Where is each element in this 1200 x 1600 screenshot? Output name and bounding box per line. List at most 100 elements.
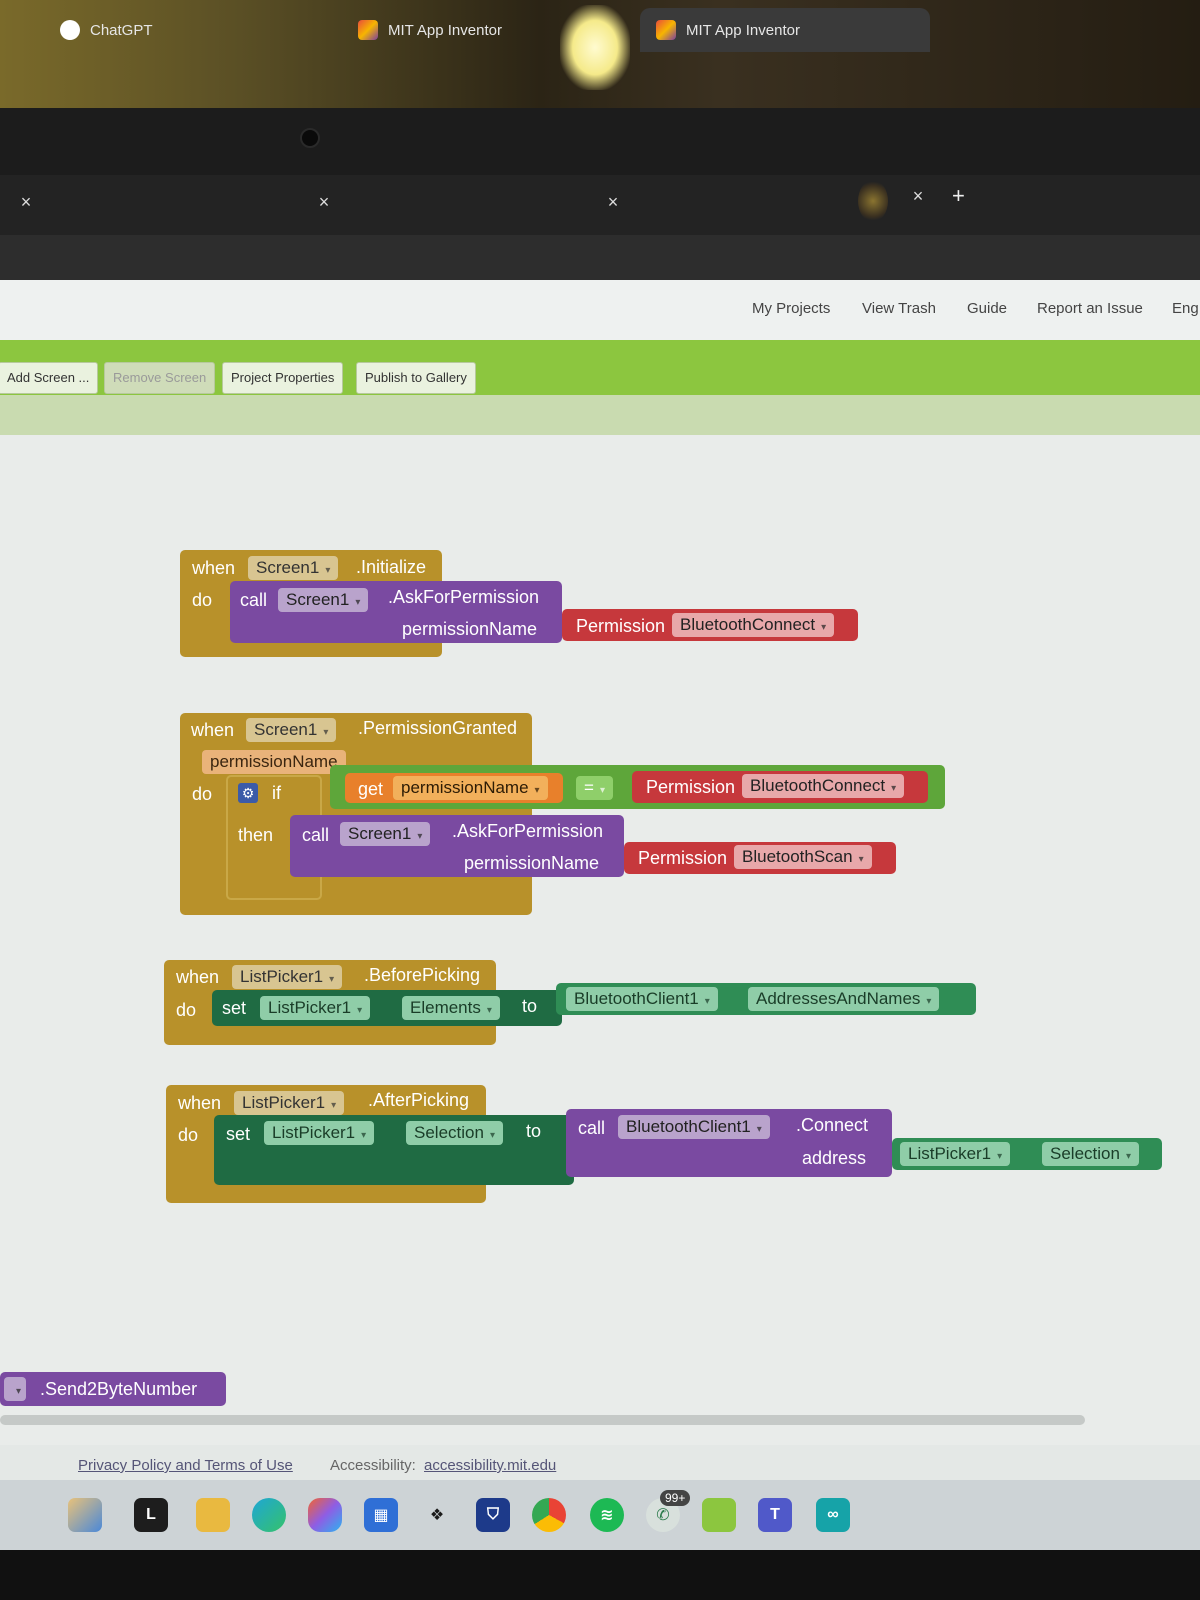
component-dropdown[interactable]: ListPicker1▾ (260, 996, 371, 1020)
app-icon[interactable] (702, 1498, 736, 1532)
toolbar-subbar (0, 395, 1200, 435)
permission-dropdown[interactable]: BluetoothScan▾ (734, 845, 872, 869)
tab-title: MIT App Inventor (686, 21, 800, 39)
when-keyword: when (176, 967, 220, 987)
monitor-bottom-bezel (0, 1550, 1200, 1600)
notification-badge: 99+ (660, 1490, 691, 1506)
close-icon[interactable]: × (20, 192, 32, 212)
browser-tab-strip (0, 175, 1200, 235)
nav-report-issue[interactable]: Report an Issue (1037, 300, 1143, 317)
permission-dropdown[interactable]: BluetoothConnect▾ (672, 613, 835, 637)
component-dropdown[interactable]: BluetoothClient1▾ (618, 1115, 770, 1139)
blocks-workspace[interactable]: when Screen1▾ .Initialize do call Screen… (0, 435, 1200, 1445)
monitor-bezel (0, 108, 1200, 178)
tab-title: ChatGPT (90, 21, 153, 39)
if-keyword: if (272, 783, 281, 803)
nav-my-projects[interactable]: My Projects (752, 300, 831, 317)
close-icon[interactable]: × (607, 192, 619, 212)
address-bar-area (0, 235, 1200, 280)
event-name: .PermissionGranted (358, 718, 518, 738)
app-inventor-page: My Projects View Trash Guide Report an I… (0, 280, 1200, 1530)
top-navigation: My Projects View Trash Guide Report an I… (0, 280, 1200, 340)
ceiling-lamp (560, 5, 630, 90)
bee-mascot-icon (858, 180, 888, 222)
remove-screen-button[interactable]: Remove Screen (104, 362, 216, 394)
tab-app-inventor-active[interactable]: MIT App Inventor (640, 8, 930, 52)
terminal-icon[interactable]: L (134, 1498, 168, 1532)
dropbox-icon[interactable]: ❖ (429, 1507, 445, 1524)
chrome-icon[interactable] (532, 1498, 566, 1532)
property-dropdown[interactable]: AddressesAndNames▾ (748, 987, 940, 1011)
event-name: .BeforePicking (364, 965, 481, 985)
property-dropdown[interactable]: Elements▾ (402, 996, 500, 1020)
accessibility-link[interactable]: accessibility.mit.edu (424, 1457, 557, 1474)
nav-view-trash[interactable]: View Trash (862, 300, 936, 317)
do-keyword: do (176, 1000, 197, 1020)
event-argument[interactable]: permissionName (202, 750, 346, 774)
property-dropdown[interactable]: Selection▾ (1042, 1142, 1139, 1166)
do-keyword: do (192, 784, 213, 804)
to-keyword: to (526, 1121, 542, 1141)
then-keyword: then (238, 825, 274, 845)
component-dropdown[interactable]: ListPicker1▾ (234, 1091, 345, 1115)
component-dropdown[interactable]: Screen1▾ (248, 556, 339, 580)
property-dropdown[interactable]: Selection▾ (406, 1121, 503, 1145)
param-label: permissionName (402, 619, 538, 639)
copilot-icon[interactable] (308, 1498, 342, 1532)
close-icon[interactable]: × (318, 192, 330, 212)
chatgpt-icon (60, 20, 80, 40)
component-dropdown[interactable]: ListPicker1▾ (900, 1142, 1011, 1166)
folder-icon[interactable] (196, 1498, 230, 1532)
arduino-icon[interactable]: ∞ (816, 1498, 850, 1532)
close-icon[interactable]: × (912, 186, 924, 206)
do-keyword: do (192, 590, 213, 610)
set-keyword: set (226, 1124, 251, 1144)
new-tab-button[interactable]: + (952, 183, 965, 208)
component-dropdown[interactable]: Screen1▾ (246, 718, 337, 742)
permission-keyword: Permission (638, 848, 728, 868)
method-name: .Send2ByteNumber (40, 1379, 198, 1399)
component-dropdown[interactable]: ListPicker1▾ (232, 965, 343, 989)
nav-guide[interactable]: Guide (967, 300, 1008, 317)
param-label: permissionName (464, 853, 600, 873)
to-keyword: to (522, 996, 538, 1016)
method-name: .AskForPermission (452, 821, 604, 841)
horizontal-scrollbar[interactable] (0, 1415, 1085, 1425)
permission-keyword: Permission (576, 616, 666, 636)
set-keyword: set (222, 998, 247, 1018)
publish-to-gallery-button[interactable]: Publish to Gallery (356, 362, 476, 394)
teams-icon[interactable]: T (758, 1498, 792, 1532)
add-screen-button[interactable]: Add Screen ... (0, 362, 99, 394)
permission-dropdown[interactable]: BluetoothConnect▾ (742, 774, 905, 798)
component-dropdown[interactable]: BluetoothClient1▾ (566, 987, 718, 1011)
bitwarden-icon[interactable]: ⛉ (476, 1498, 510, 1532)
component-dropdown[interactable]: ▾ (4, 1377, 26, 1401)
variable-dropdown[interactable]: permissionName▾ (393, 776, 548, 800)
spotify-icon[interactable]: ≋ (590, 1498, 624, 1532)
project-properties-button[interactable]: Project Properties (222, 362, 344, 394)
component-dropdown[interactable]: Screen1▾ (278, 588, 369, 612)
event-name: .AfterPicking (368, 1090, 470, 1110)
edge-icon[interactable] (252, 1498, 286, 1532)
component-dropdown[interactable]: ListPicker1▾ (264, 1121, 375, 1145)
widgets-icon[interactable] (68, 1498, 102, 1532)
tab-chatgpt[interactable]: ChatGPT (60, 8, 330, 52)
call-keyword: call (302, 825, 330, 845)
call-keyword: call (578, 1118, 606, 1138)
get-keyword: get (358, 779, 384, 799)
webcam-icon (300, 128, 320, 148)
app-inventor-icon (358, 20, 378, 40)
accessibility-label: Accessibility: (330, 1457, 416, 1474)
do-keyword: do (178, 1125, 199, 1145)
privacy-policy-link[interactable]: Privacy Policy and Terms of Use (78, 1457, 293, 1474)
component-dropdown[interactable]: Screen1▾ (340, 822, 431, 846)
store-icon[interactable]: ▦ (364, 1498, 398, 1532)
windows-taskbar: L ▦ ❖ ⛉ ≋ ✆ T ∞ (0, 1480, 1200, 1550)
partial-procedure-block[interactable] (0, 1372, 226, 1406)
permission-keyword: Permission (646, 777, 736, 797)
gear-icon[interactable]: ⚙ (238, 783, 258, 803)
operator-dropdown[interactable]: =▾ (576, 776, 613, 800)
method-name: .AskForPermission (388, 587, 540, 607)
nav-language[interactable]: Eng (1172, 300, 1199, 317)
tab-app-inventor[interactable]: MIT App Inventor (358, 8, 618, 52)
